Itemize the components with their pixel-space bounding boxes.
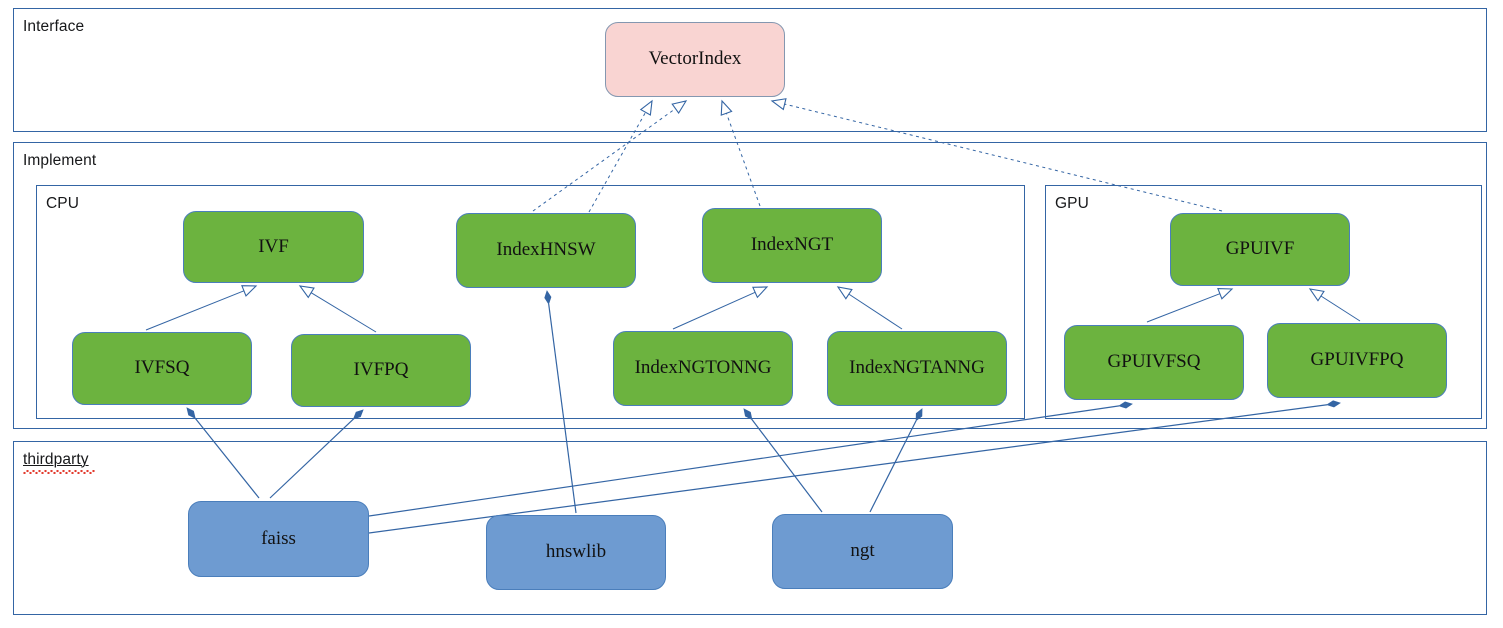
node-ivfpq[interactable]: IVFPQ: [291, 334, 471, 407]
node-label-ngt: ngt: [850, 540, 875, 562]
node-label-indexngt: IndexNGT: [750, 234, 834, 256]
group-label-cpu: CPU: [46, 195, 80, 212]
node-gpuivfsq[interactable]: GPUIVFSQ: [1064, 325, 1244, 400]
node-gpuivfpq[interactable]: GPUIVFPQ: [1267, 323, 1447, 398]
node-indexngtonng[interactable]: IndexNGTONNG: [613, 331, 793, 406]
node-indexngtanng[interactable]: IndexNGTANNG: [827, 331, 1007, 406]
group-label-thirdparty: thirdparty: [23, 451, 89, 468]
node-label-gpuivfsq: GPUIVFSQ: [1107, 351, 1201, 373]
node-label-ivfpq: IVFPQ: [353, 359, 409, 381]
node-ivf[interactable]: IVF: [183, 211, 364, 283]
group-label-gpu: GPU: [1055, 195, 1089, 212]
group-box-thirdparty: [13, 441, 1487, 615]
node-gpuivf[interactable]: GPUIVF: [1170, 213, 1350, 286]
node-faiss[interactable]: faiss: [188, 501, 369, 577]
group-box-interface: [13, 8, 1487, 132]
group-label-implement: Implement: [23, 152, 97, 169]
node-label-vectorindex: VectorIndex: [648, 48, 742, 70]
node-indexhnsw[interactable]: IndexHNSW: [456, 213, 636, 288]
node-ngt[interactable]: ngt: [772, 514, 953, 589]
node-indexngt[interactable]: IndexNGT: [702, 208, 882, 283]
node-hnswlib[interactable]: hnswlib: [486, 515, 666, 590]
group-box-implement: [13, 142, 1487, 429]
node-label-indexngtanng: IndexNGTANNG: [849, 357, 985, 379]
spellcheck-squiggle-thirdparty: [23, 470, 95, 474]
group-label-interface: Interface: [23, 18, 85, 35]
node-label-indexngtonng: IndexNGTONNG: [634, 357, 772, 379]
node-label-ivf: IVF: [258, 235, 289, 257]
node-label-gpuivf: GPUIVF: [1225, 238, 1295, 260]
node-label-faiss: faiss: [261, 527, 296, 549]
group-box-cpu: [36, 185, 1025, 419]
group-box-gpu: [1045, 185, 1482, 419]
node-label-hnswlib: hnswlib: [545, 541, 607, 563]
node-label-ivfsq: IVFSQ: [134, 357, 190, 379]
node-ivfsq[interactable]: IVFSQ: [72, 332, 252, 405]
node-label-indexhnsw: IndexHNSW: [496, 239, 596, 261]
node-label-gpuivfpq: GPUIVFPQ: [1310, 349, 1404, 371]
node-vectorindex[interactable]: VectorIndex: [605, 22, 785, 97]
